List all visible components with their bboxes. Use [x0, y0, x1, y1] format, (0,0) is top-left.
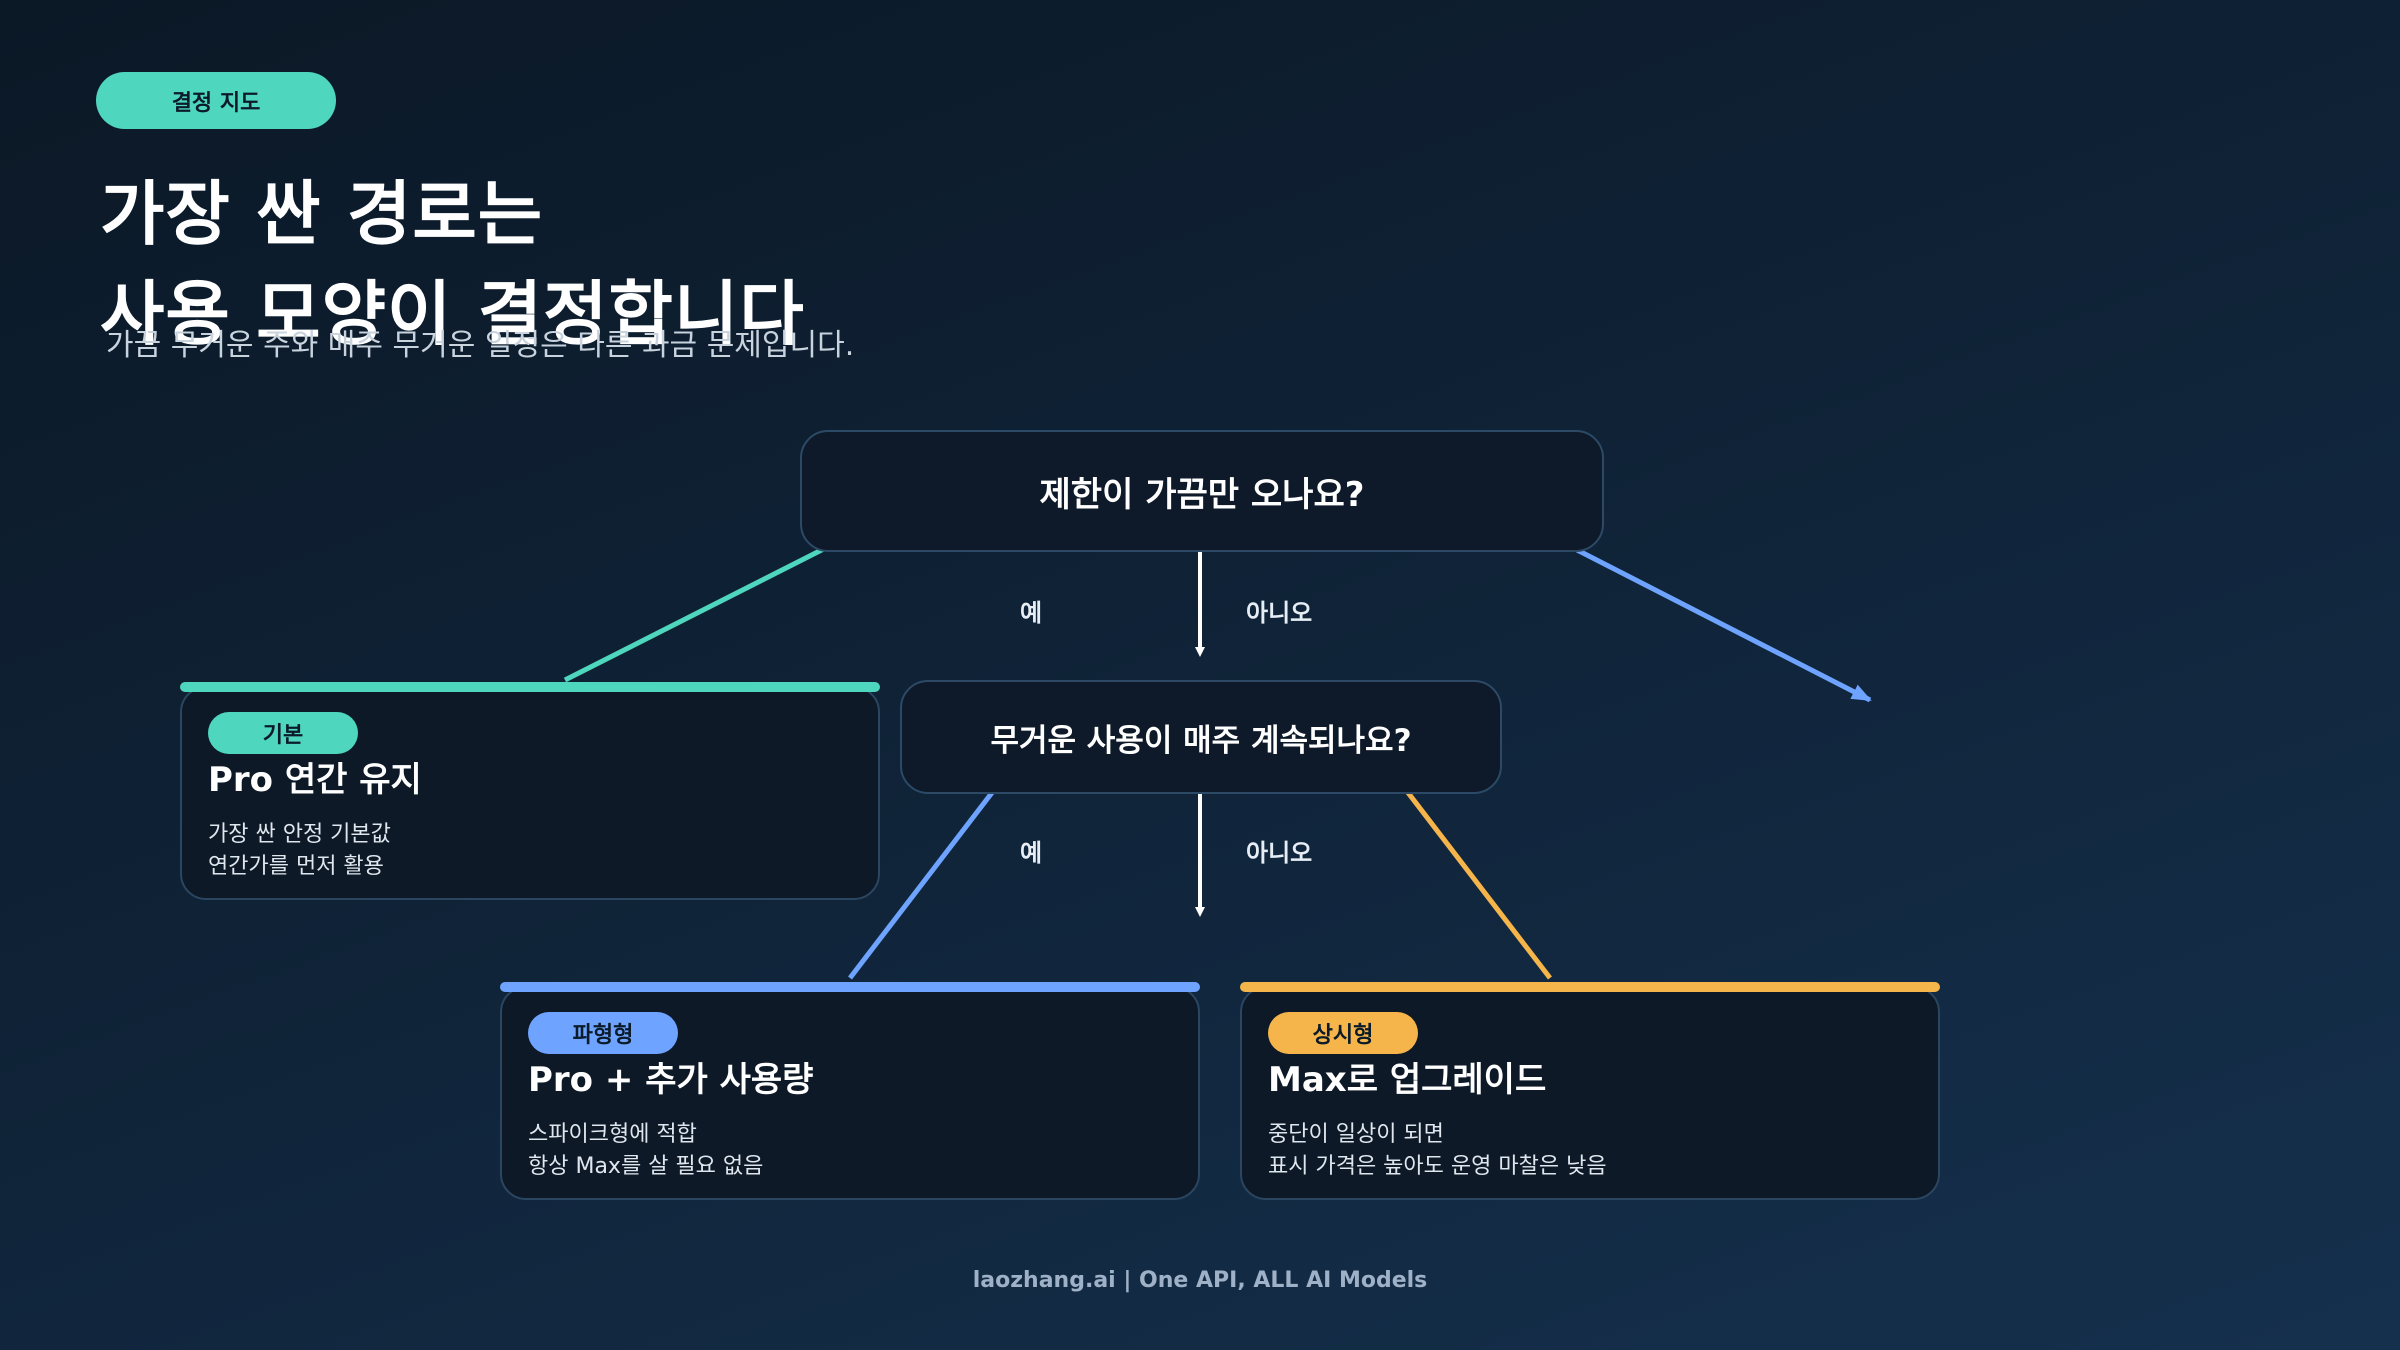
card-tag: 파형형 [528, 1012, 678, 1054]
question-2-text: 무거운 사용이 매주 계속되나요? [990, 722, 1412, 759]
page-title-line-1: 가장 싼 경로는 [100, 173, 544, 255]
card-title: Max로 업그레이드 [1268, 1060, 1547, 1100]
section-badge: 결정 지도 [96, 72, 336, 129]
question-box-1: 제한이 가끔만 오나요? [800, 430, 1604, 552]
card-spike: 파형형 Pro + 추가 사용량 스파이크형에 적합 항상 Max를 살 필요 … [500, 982, 1200, 1200]
page-title-line-2: 사용 모양이 결정합니다 [100, 273, 805, 355]
edge-label-yes-1: 예 [1020, 599, 1043, 627]
edge-label-no-2: 아니오 [1246, 839, 1313, 867]
card-line-2: 항상 Max를 살 필요 없음 [528, 1154, 764, 1179]
question-box-2: 무거운 사용이 매주 계속되나요? [900, 680, 1502, 794]
card-title: Pro 연간 유지 [208, 760, 422, 800]
edge-label-no-1: 아니오 [1246, 599, 1313, 627]
page-subtitle: 가끔 무거운 주와 매주 무거운 일정은 다른 과금 문제입니다. [106, 328, 855, 363]
card-constant: 상시형 Max로 업그레이드 중단이 일상이 되면 표시 가격은 높아도 운영 … [1240, 982, 1940, 1200]
card-tag: 기본 [208, 712, 358, 754]
edge-label-yes-2: 예 [1020, 839, 1043, 867]
card-line-2: 연간가를 먼저 활용 [208, 854, 384, 879]
card-line-1: 중단이 일상이 되면 [1268, 1122, 1444, 1147]
card-accent-bar [1240, 982, 1940, 992]
card-line-1: 스파이크형에 적합 [528, 1122, 697, 1147]
card-title: Pro + 추가 사용량 [528, 1060, 814, 1100]
footer-brand: laozhang.ai | One API, ALL AI Models [972, 1268, 1428, 1293]
card-line-1: 가장 싼 안정 기본값 [208, 822, 391, 847]
card-line-2: 표시 가격은 높아도 운영 마찰은 낮음 [1268, 1154, 1607, 1179]
card-basic: 기본 Pro 연간 유지 가장 싼 안정 기본값 연간가를 먼저 활용 [180, 682, 880, 900]
card-accent-bar [180, 682, 880, 692]
card-tag: 상시형 [1268, 1012, 1418, 1054]
card-accent-bar [500, 982, 1200, 992]
question-1-text: 제한이 가끔만 오나요? [1039, 474, 1365, 515]
